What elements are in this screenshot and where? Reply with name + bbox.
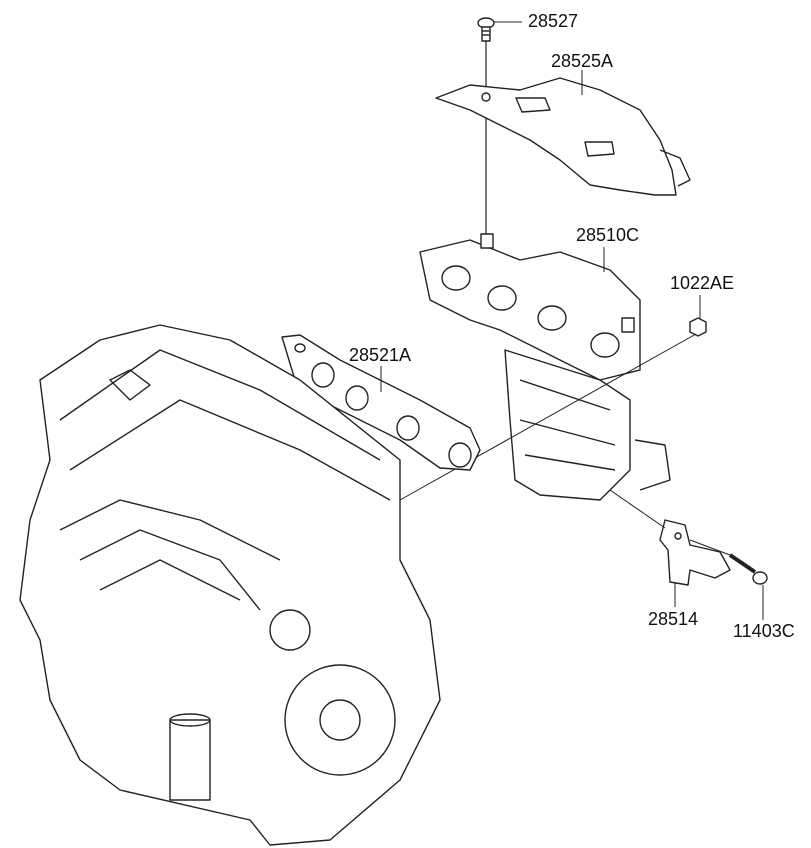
bracket-axis-line (609, 489, 666, 529)
nut[interactable] (689, 317, 707, 337)
callout-28514[interactable]: 28514 (648, 609, 699, 629)
heat-shield-bolt[interactable] (477, 17, 495, 42)
stud-axis-line (399, 333, 697, 501)
callout-1022AE[interactable]: 1022AE (670, 273, 735, 293)
callout-28527[interactable]: 28527 (528, 11, 579, 31)
heat-shield[interactable] (435, 77, 691, 196)
engine-block (19, 324, 441, 846)
callout-11403C[interactable]: 11403C (733, 621, 795, 641)
bracket-bolt[interactable] (728, 553, 768, 585)
bracket[interactable] (659, 519, 731, 586)
manifold-catalytic-converter[interactable] (419, 233, 671, 501)
callout-28521A[interactable]: 28521A (349, 345, 412, 365)
callout-28525A[interactable]: 28525A (551, 51, 614, 71)
callout-28510C[interactable]: 28510C (576, 225, 640, 245)
bolt-bracket-axis (689, 539, 731, 556)
